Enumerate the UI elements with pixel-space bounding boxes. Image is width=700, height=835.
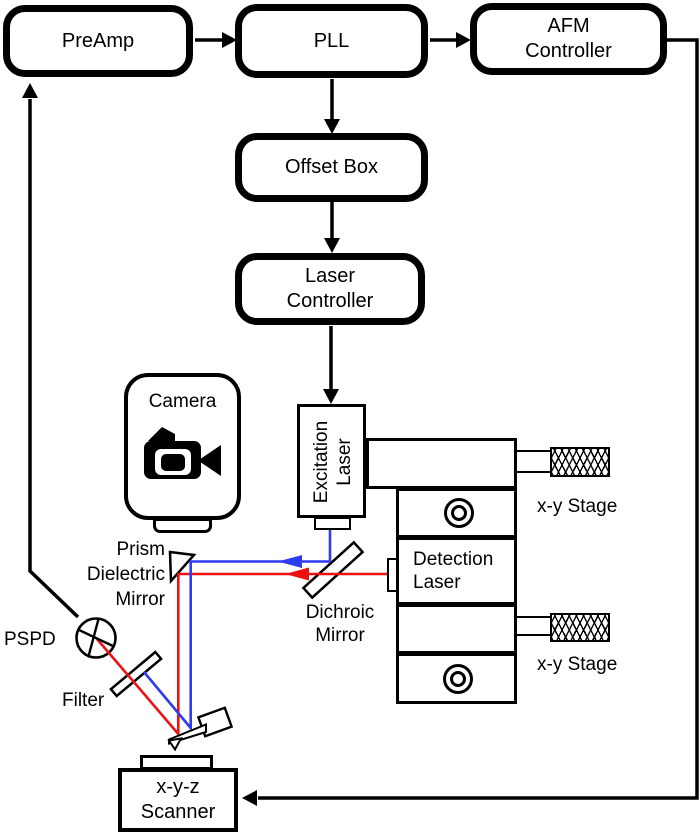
detection-laser-label: Detection Laser [413, 549, 494, 593]
stage-screw-top-view-lower [443, 664, 473, 694]
xy-stage-adjuster-lower [550, 613, 610, 642]
arrowhead-pll-to-afm [456, 32, 471, 48]
detection-laser-beam [96, 572, 387, 738]
dichroic-mirror-label: Dichroic Mirror [305, 602, 375, 646]
stage-block-lower [396, 653, 517, 704]
arrowhead-lasercontroller-to-excitation [323, 389, 339, 404]
afm-controller-label: AFM Controller [525, 15, 612, 62]
arrowhead-pll-to-offset [324, 119, 340, 134]
xy-stage-adjuster-upper [550, 447, 610, 477]
stage-block-middle [396, 604, 517, 654]
excitation-beam-arrowhead [278, 555, 302, 568]
xy-stage-label-upper: x-y Stage [537, 496, 618, 517]
pspd-cross-line-1 [77, 628, 115, 648]
excitation-laser-mount [314, 517, 351, 530]
stage-screw-top-view-upper [444, 498, 474, 528]
cantilever-probe [167, 706, 234, 752]
dichroic-mirror-shape [301, 540, 365, 600]
stage-screw-inner-ring-upper [451, 505, 467, 521]
stage-block-upper [396, 488, 517, 538]
filter-label: Filter [62, 690, 105, 711]
xyz-scanner-label: x-y-z Scanner [140, 776, 216, 823]
xy-stage-label-lower: x-y Stage [537, 654, 618, 675]
pspd-label: PSPD [4, 629, 56, 650]
pll-box: PLL [235, 4, 428, 78]
prism-dielectric-mirror-label: Prism Dielectric Mirror [86, 539, 165, 610]
afm-controller-box: AFM Controller [470, 3, 667, 75]
detection-beam-arrowhead [285, 567, 309, 581]
pspd-to-preamp-line [28, 99, 80, 619]
prism-dielectric-mirror-shape [168, 550, 197, 585]
arrowhead-afm-to-scanner [242, 790, 257, 806]
pspd-cross-line-2 [87, 618, 100, 657]
video-camera-icon [143, 427, 221, 479]
camera-label: Camera [148, 391, 217, 412]
arrowhead-preamp-to-pll [222, 32, 237, 48]
detection-laser-aperture [387, 558, 398, 592]
laser-controller-label: Laser Controller [286, 265, 374, 312]
preamp-label: PreAmp [61, 29, 135, 52]
afm-to-scanner-feedback-line [258, 38, 699, 800]
camera-box: Camera [124, 373, 241, 520]
stage-screw-shaft-upper [517, 450, 551, 473]
excitation-laser-box: Excitation Laser [297, 404, 366, 518]
xyz-scanner-box: x-y-z Scanner [118, 768, 238, 832]
probe-tip-shape [167, 737, 183, 752]
signal-lines [22, 32, 699, 806]
arrowhead-offset-to-lasercontroller [324, 238, 340, 253]
stage-top-bar [366, 438, 517, 489]
laser-controller-box: Laser Controller [235, 253, 425, 325]
offset-box: Offset Box [235, 133, 428, 202]
excitation-laser-beam [143, 530, 332, 732]
pll-label: PLL [313, 29, 350, 52]
offset-box-label: Offset Box [284, 156, 378, 178]
arrowhead-pspd-to-preamp [22, 83, 38, 98]
camera-lens-mount [153, 518, 212, 533]
detection-laser-box: Detection Laser [396, 537, 517, 605]
preamp-box: PreAmp [3, 5, 193, 77]
excitation-laser-label: Excitation Laser [311, 420, 355, 504]
stage-screw-inner-ring-lower [450, 671, 466, 687]
stage-screw-shaft-lower [517, 616, 551, 636]
filter-shape [109, 650, 163, 698]
